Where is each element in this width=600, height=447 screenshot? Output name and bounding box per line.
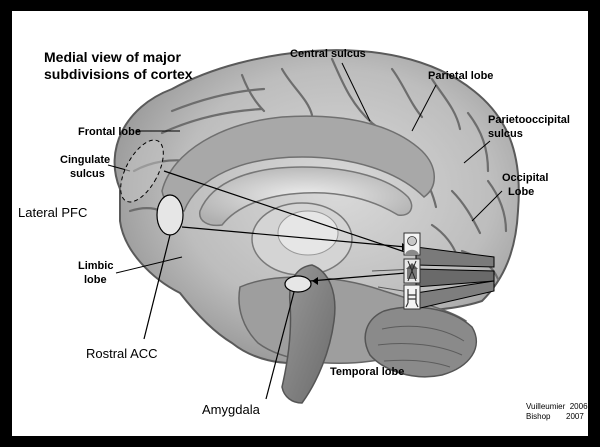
label-limbic-1: Limbic	[78, 260, 113, 272]
house-stimulus-icon	[404, 259, 420, 283]
label-parietooccipital-1: Parietooccipital	[488, 114, 570, 126]
chair-stimulus-icon	[404, 285, 420, 309]
label-occipital-2: Lobe	[508, 186, 534, 198]
label-frontal-lobe: Frontal lobe	[78, 126, 141, 138]
label-cingulate-2: sulcus	[70, 168, 105, 180]
title-line-1: Medial view of major	[44, 49, 181, 65]
figure-panel: Medial view of major subdivisions of cor…	[12, 11, 588, 436]
brain-diagram: Medial view of major subdivisions of cor…	[12, 11, 588, 436]
rostral-acc-region	[157, 195, 183, 235]
citation-line-1: Vuilleumier 2006	[526, 402, 588, 411]
label-lateral-pfc: Lateral PFC	[18, 205, 87, 220]
title-line-2: subdivisions of cortex	[44, 66, 193, 82]
label-occipital-1: Occipital	[502, 172, 548, 184]
face-stimulus-icon	[404, 233, 420, 255]
label-limbic-2: lobe	[84, 274, 107, 286]
label-amygdala: Amygdala	[202, 402, 261, 417]
label-central-sulcus: Central sulcus	[290, 48, 366, 60]
amygdala-region	[285, 276, 311, 292]
label-cingulate-1: Cingulate	[60, 154, 110, 166]
label-parietal-lobe: Parietal lobe	[428, 70, 493, 82]
label-parietooccipital-2: sulcus	[488, 128, 523, 140]
label-rostral-acc: Rostral ACC	[86, 346, 158, 361]
label-temporal-lobe: Temporal lobe	[330, 366, 404, 378]
citation-line-2: Bishop 2007	[526, 412, 584, 421]
